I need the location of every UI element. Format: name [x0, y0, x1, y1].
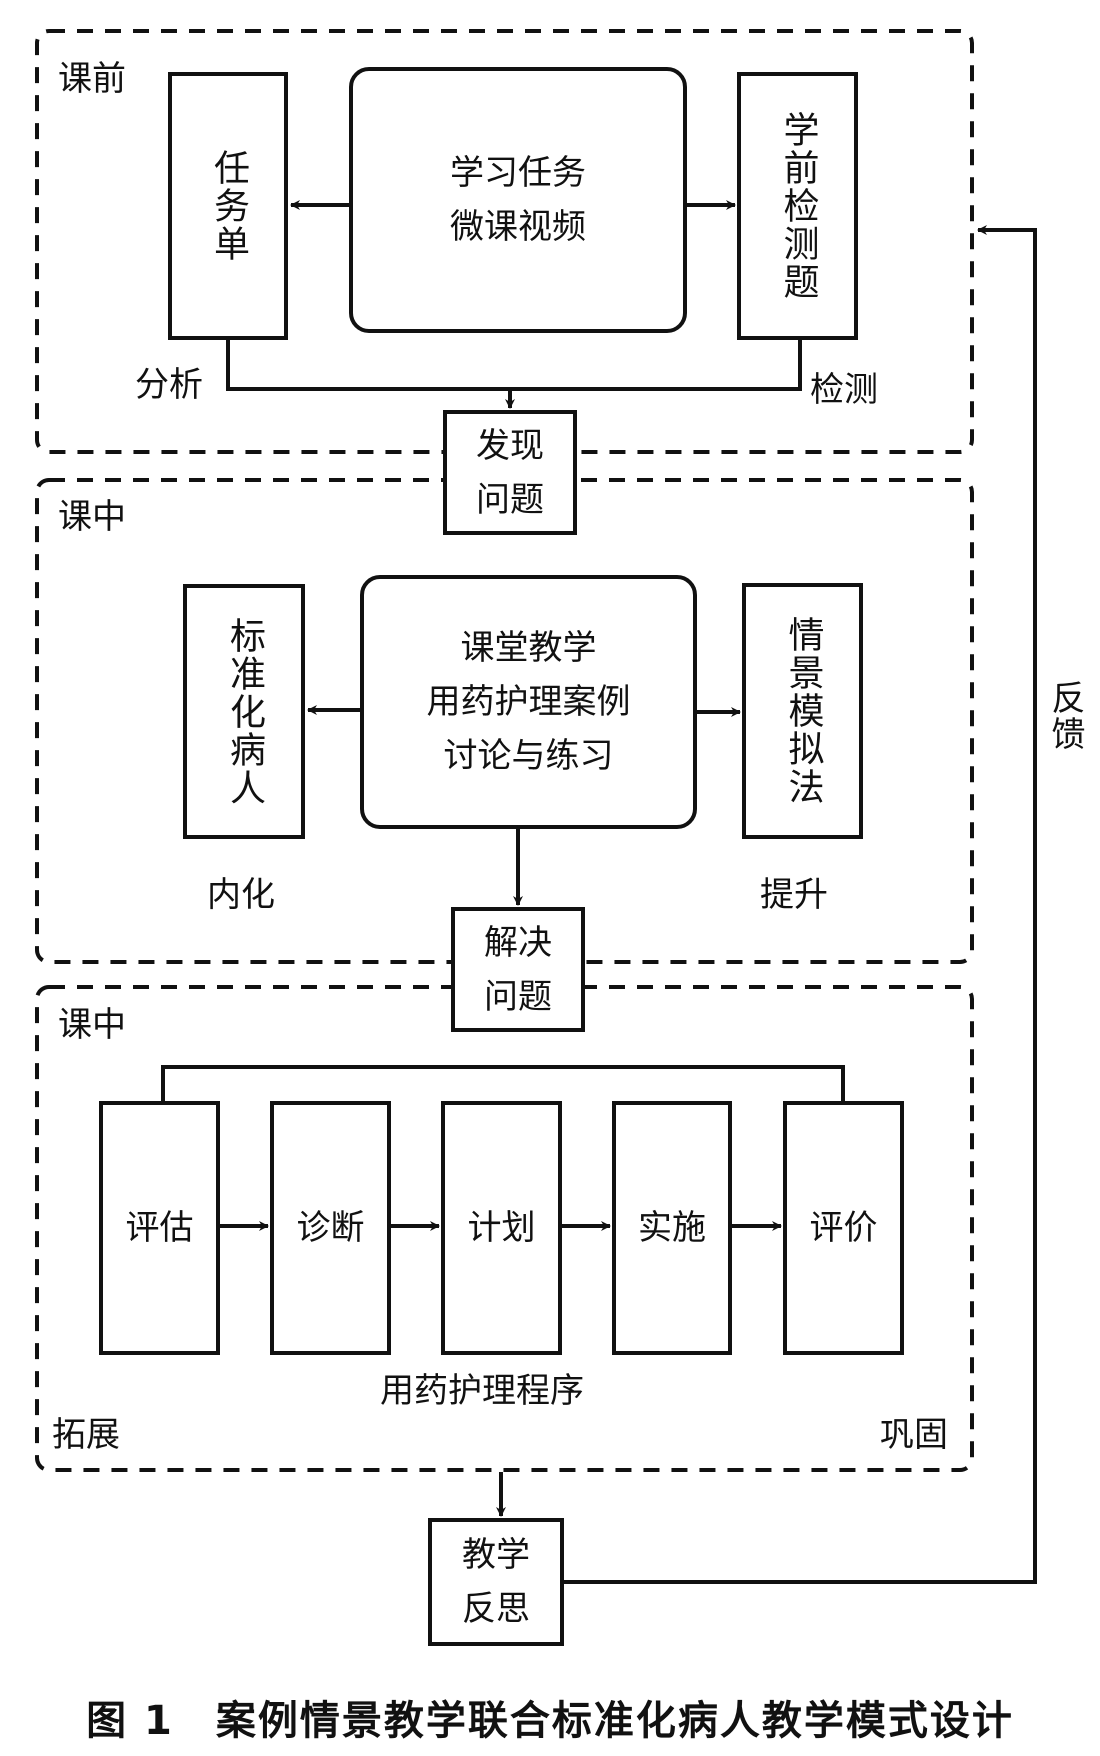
learning-task-box: 学习任务 微课视频 [349, 67, 687, 333]
extend-label: 拓展 [52, 1415, 120, 1455]
section-label-pre-class: 课前 [58, 59, 126, 99]
teaching-reflection-text: 教学 反思 [462, 1535, 530, 1629]
analysis-label: 分析 [135, 365, 203, 405]
scenario-simulation-box: 情景模拟法 [742, 583, 863, 839]
step-assess-text: 评估 [125, 1208, 194, 1248]
solve-problem-box: 解决 问题 [451, 907, 585, 1032]
find-problem-box: 发现 问题 [443, 410, 577, 535]
process-title: 用药护理程序 [380, 1371, 584, 1411]
teaching-reflection-box: 教学 反思 [428, 1518, 564, 1646]
pretest-text: 学前检测题 [777, 111, 819, 301]
step-diagnose-text: 诊断 [296, 1208, 365, 1248]
task-sheet-text: 任务单 [208, 149, 249, 263]
section-label-in-class-process: 课中 [58, 1005, 126, 1045]
section-label-in-class: 课中 [58, 497, 126, 537]
step-evaluate-box: 评价 [783, 1101, 904, 1355]
connector-analysis-detection [226, 340, 802, 391]
feedback-loop-line [564, 225, 1037, 1584]
pretest-box: 学前检测题 [737, 72, 858, 340]
figure-caption: 图 1 案例情景教学联合标准化病人教学模式设计 [86, 1698, 1014, 1744]
step-diagnose-box: 诊断 [270, 1101, 391, 1355]
detection-label: 检测 [810, 370, 878, 410]
learning-task-text: 学习任务 微课视频 [450, 153, 586, 247]
consolidate-label: 巩固 [880, 1415, 948, 1455]
connector-assess-evaluate [161, 1065, 845, 1101]
improve-label: 提升 [760, 875, 828, 915]
step-plan-text: 计划 [467, 1208, 536, 1248]
step-plan-box: 计划 [441, 1101, 562, 1355]
scenario-simulation-text: 情景模拟法 [782, 616, 824, 806]
step-assess-box: 评估 [99, 1101, 220, 1355]
classroom-teaching-box: 课堂教学 用药护理案例 讨论与练习 [360, 575, 697, 829]
step-implement-text: 实施 [638, 1208, 706, 1248]
task-sheet-box: 任务单 [168, 72, 288, 340]
standardized-patient-box: 标准化病人 [183, 584, 305, 839]
feedback-label: 反馈 [1045, 680, 1085, 752]
step-evaluate-text: 评价 [809, 1208, 878, 1248]
step-implement-box: 实施 [612, 1101, 732, 1355]
classroom-teaching-text: 课堂教学 用药护理案例 讨论与练习 [426, 628, 631, 776]
standardized-patient-text: 标准化病人 [224, 616, 265, 807]
solve-problem-text: 解决 问题 [484, 922, 552, 1017]
internalize-label: 内化 [207, 875, 275, 915]
find-problem-text: 发现 问题 [476, 425, 544, 520]
